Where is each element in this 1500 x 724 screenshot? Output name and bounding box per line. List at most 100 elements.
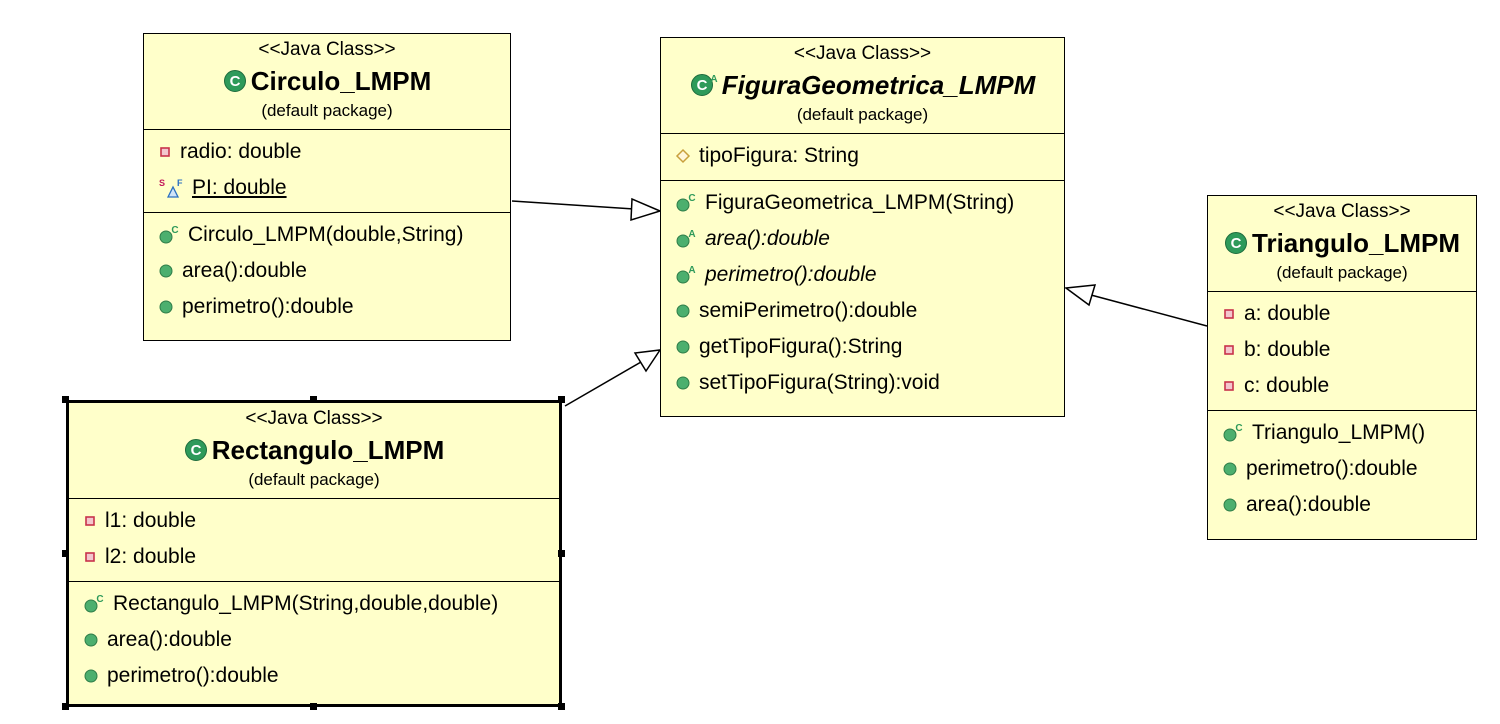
- resize-handle-bottom-right[interactable]: [558, 703, 565, 710]
- method-row[interactable]: perimetro():double: [69, 658, 559, 694]
- resize-handle-top-left[interactable]: [62, 396, 69, 403]
- resize-handle-middle-right[interactable]: [558, 550, 565, 557]
- attribute-row[interactable]: b: double: [1208, 332, 1476, 368]
- abstract-method-icon: A: [676, 265, 696, 284]
- public-method-icon: [159, 264, 173, 278]
- resize-handle-top-right[interactable]: [558, 396, 565, 403]
- public-method-icon: [1223, 462, 1237, 476]
- constructor-icon: C: [84, 594, 104, 613]
- attribute-row[interactable]: l1: double: [69, 503, 559, 539]
- public-method-icon: [159, 300, 173, 314]
- method-text: perimetro():double: [705, 263, 877, 286]
- public-method-icon: [84, 669, 98, 683]
- svg-text:C: C: [696, 77, 707, 94]
- attribute-row[interactable]: radio: double: [144, 134, 510, 170]
- private-field-icon: [85, 552, 95, 562]
- class-icon: C: [223, 70, 246, 92]
- method-text: perimetro():double: [1246, 457, 1418, 480]
- attribute-text: l1: double: [105, 509, 197, 532]
- constructor-icon: C: [1223, 423, 1243, 442]
- method-row[interactable]: area():double: [144, 253, 510, 289]
- class-name[interactable]: Triangulo_LMPM: [1252, 228, 1460, 258]
- method-row[interactable]: C Rectangulo_LMPM(String,double,double): [69, 586, 559, 622]
- private-field-icon: [1224, 345, 1234, 355]
- resize-handle-middle-left[interactable]: [62, 550, 69, 557]
- method-row[interactable]: area():double: [1208, 487, 1476, 523]
- method-text: Triangulo_LMPM(): [1252, 421, 1426, 444]
- attribute-row[interactable]: c: double: [1208, 368, 1476, 404]
- resize-handle-top-middle[interactable]: [310, 396, 317, 403]
- class-package: (default package): [248, 470, 380, 489]
- private-field-icon: [1224, 381, 1234, 391]
- svg-text:C: C: [171, 225, 178, 236]
- method-row[interactable]: C Triangulo_LMPM(): [1208, 415, 1476, 451]
- class-name[interactable]: FiguraGeometrica_LMPM: [721, 70, 1036, 100]
- class-package: (default package): [796, 105, 929, 124]
- method-row[interactable]: area():double: [69, 622, 559, 658]
- generalization-circulo-to-figura[interactable]: [511, 200, 635, 210]
- method-row[interactable]: setTipoFigura(String):void: [661, 365, 1064, 401]
- svg-text:C: C: [1235, 423, 1242, 434]
- method-text: area():double: [705, 227, 830, 250]
- class-name[interactable]: Rectangulo_LMPM: [211, 435, 445, 465]
- method-row[interactable]: perimetro():double: [144, 289, 510, 325]
- method-text: area():double: [182, 259, 307, 282]
- method-row[interactable]: semiPerimetro():double: [661, 293, 1064, 329]
- attribute-text: c: double: [1244, 374, 1330, 397]
- method-text: getTipoFigura():String: [699, 335, 903, 358]
- class-stereotype: <<Java Class>>: [1273, 201, 1411, 222]
- method-text: Rectangulo_LMPM(String,double,double): [113, 592, 499, 615]
- public-method-icon: [676, 376, 690, 390]
- attribute-text: b: double: [1244, 338, 1331, 361]
- resize-handle-bottom-middle[interactable]: [310, 703, 317, 710]
- class-name[interactable]: Circulo_LMPM: [250, 66, 432, 96]
- constructor-icon: C: [676, 193, 696, 212]
- attribute-row[interactable]: a: double: [1208, 296, 1476, 332]
- method-row[interactable]: getTipoFigura():String: [661, 329, 1064, 365]
- attribute-row[interactable]: tipoFigura: String: [661, 138, 1064, 174]
- attribute-row[interactable]: l2: double: [69, 539, 559, 575]
- attribute-text: a: double: [1244, 302, 1331, 325]
- class-icon: C: [1225, 232, 1247, 254]
- svg-text:A: A: [710, 74, 717, 85]
- class-package: (default package): [1276, 263, 1408, 282]
- method-text: perimetro():double: [107, 664, 279, 687]
- private-field-icon: [1224, 309, 1234, 319]
- svg-text:C: C: [688, 193, 695, 204]
- method-row[interactable]: perimetro():double: [1208, 451, 1476, 487]
- class-name-row: C Rectangulo_LMPM: [69, 434, 559, 466]
- generalization-rectangulo-to-figura[interactable]: [564, 361, 642, 407]
- svg-text:S: S: [159, 178, 165, 188]
- methods-compartment: C Triangulo_LMPM() perimetro():double area(…: [1208, 411, 1476, 529]
- svg-text:C: C: [190, 442, 201, 459]
- methods-compartment: C Rectangulo_LMPM(String,double,double)ar…: [69, 582, 559, 700]
- constructor-icon: C: [159, 225, 179, 244]
- generalization-arrowhead-triangulo: [1063, 284, 1097, 307]
- generalization-triangulo-to-figura[interactable]: [1090, 294, 1208, 327]
- svg-text:C: C: [96, 594, 103, 605]
- resize-handle-bottom-left[interactable]: [62, 703, 69, 710]
- private-field-icon: [160, 147, 170, 157]
- class-icon: C: [184, 439, 207, 461]
- public-method-icon: [84, 633, 98, 647]
- static-final-field-icon: S F: [159, 178, 183, 198]
- private-field-icon: [85, 516, 95, 526]
